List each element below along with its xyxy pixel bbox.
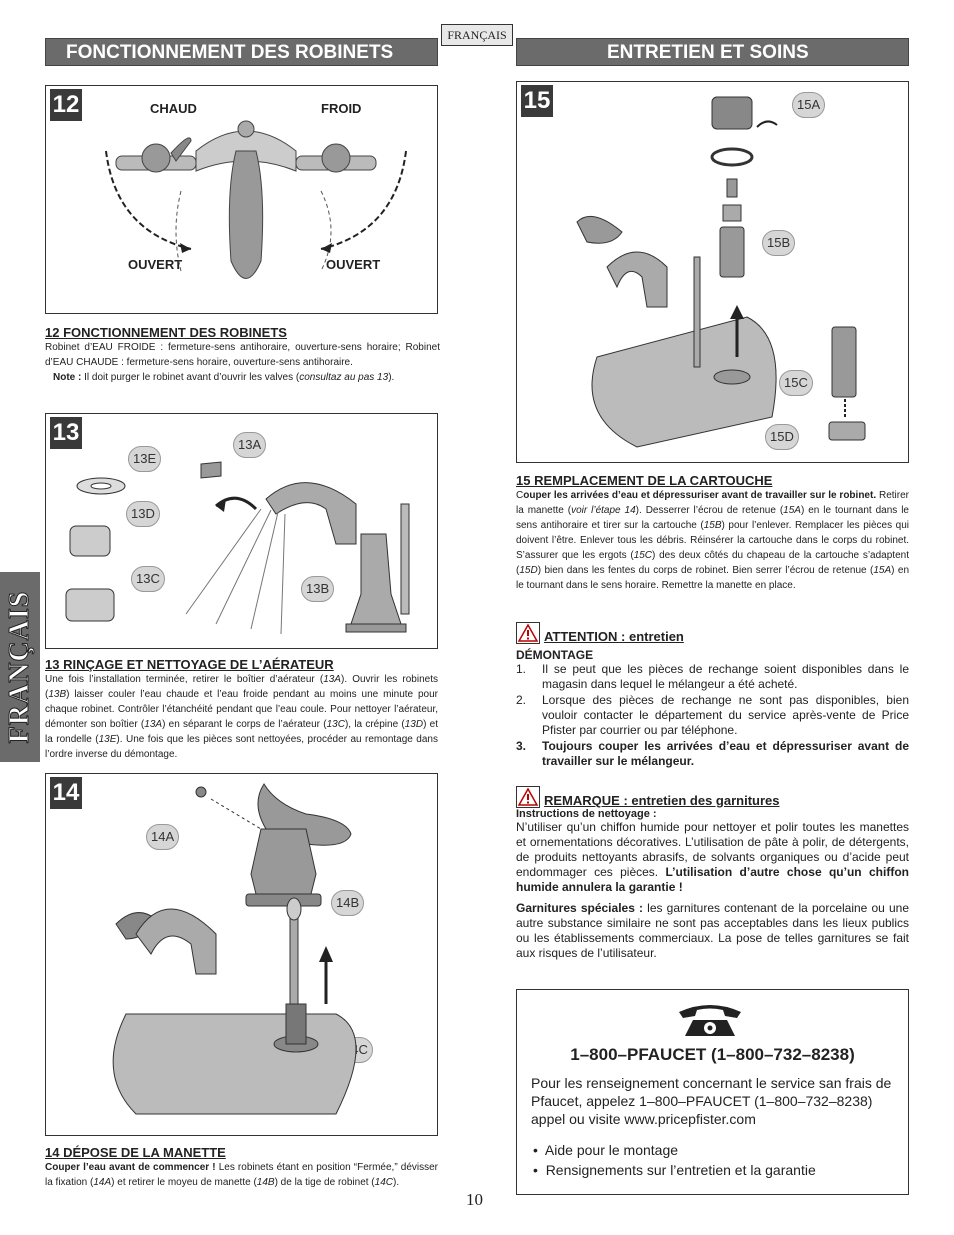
section-12-title: 12 FONCTIONNEMENT DES ROBINETS	[45, 325, 287, 340]
attention-list: 1.Il se peut que les pièces de rechange …	[516, 662, 909, 769]
label-13c: 13C	[131, 566, 165, 592]
figure-14: 14 14A 14B 14C	[45, 773, 438, 1136]
section-header-operation: FONCTIONNEMENT DES ROBINETS	[45, 38, 438, 66]
section-13-text: 13 RINÇAGE ET NETTOYAGE DE L’AÉRATEUR Un…	[45, 657, 438, 762]
cartridge-replacement-illustration	[576, 96, 866, 448]
section-15-body: Couper les arrivées d’eau et dépressuris…	[516, 490, 909, 591]
figure-12-number: 12	[50, 89, 82, 121]
remarque-paragraph-1: N’utiliser qu’un chiffon humide pour net…	[516, 820, 909, 894]
attention-item: 1.Il se peut que les pièces de rechange …	[516, 662, 909, 691]
attention-section: ATTENTION : entretien DÉMONTAGE 1.Il se …	[516, 622, 909, 770]
section-15-title: 15 REMPLACEMENT DE LA CARTOUCHE	[516, 473, 773, 488]
attention-heading: ATTENTION : entretien	[516, 622, 909, 644]
section-14-body: Couper l’eau avant de commencer ! Les ro…	[45, 1162, 438, 1188]
figure-15: 15 15A 15B 15C 15D	[516, 81, 909, 463]
attention-subtitle: DÉMONTAGE	[516, 648, 594, 662]
label-open-left: OUVERT	[128, 257, 183, 272]
phone-number: 1–800–PFAUCET (1–800–732–8238)	[570, 1045, 855, 1064]
section-14-text: 14 DÉPOSE DE LA MANETTE Couper l’eau ava…	[45, 1145, 438, 1190]
section-14-title: 14 DÉPOSE DE LA MANETTE	[45, 1145, 226, 1160]
faucet-handles-illustration	[105, 120, 407, 279]
label-13a: 13A	[233, 432, 267, 458]
section-12-body: Robinet d’EAU FROIDE : fermeture-sens an…	[45, 342, 440, 368]
phone-description: Pour les renseignement concernant le ser…	[531, 1075, 892, 1127]
telephone-icon	[679, 1005, 741, 1036]
label-14a: 14A	[146, 824, 180, 850]
aerator-illustration	[65, 461, 410, 635]
figure-15-number: 15	[521, 85, 553, 117]
label-15d: 15D	[765, 424, 799, 450]
figure-14-number: 14	[50, 777, 82, 809]
label-open-right: OUVERT	[326, 257, 381, 272]
phone-contact-box: 1–800–PFAUCET (1–800–732–8238) Pour les …	[516, 989, 909, 1195]
side-tab-label: FRANÇAIS	[4, 590, 36, 744]
label-hot: CHAUD	[150, 101, 197, 116]
page-number: 10	[466, 1190, 483, 1209]
label-cold: FROID	[321, 101, 362, 116]
remarque-subtitle: Instructions de nettoyage :	[516, 808, 657, 820]
attention-item: 3.Toujours couper les arrivées d’eau et …	[516, 739, 909, 768]
section-15-text: 15 REMPLACEMENT DE LA CARTOUCHE Couper l…	[516, 473, 909, 593]
label-15a: 15A	[792, 92, 826, 118]
warning-icon	[516, 786, 540, 808]
remarque-paragraph-2: Garnitures spéciales : les garnitures co…	[516, 901, 910, 960]
label-13e: 13E	[128, 446, 162, 472]
remarque-heading: REMARQUE : entretien des garnitures	[516, 786, 909, 808]
section-header-care: ENTRETIEN ET SOINS	[516, 38, 909, 66]
language-tag: FRANÇAIS	[441, 24, 513, 46]
warning-icon	[516, 622, 540, 644]
attention-item: 2.Lorsque des pièces de rechange ne sont…	[516, 693, 909, 737]
label-13b: 13B	[301, 576, 335, 602]
section-12-note: Note : Il doit purger le robinet avant d…	[53, 372, 395, 383]
remarque-title: REMARQUE : entretien des garnitures	[544, 793, 780, 808]
bullet-item: • Rensignements sur l’entretien et la ga…	[533, 1162, 816, 1178]
figure-13-number: 13	[50, 417, 82, 449]
label-14b: 14B	[331, 890, 365, 916]
bullet-item: • Aide pour le montage	[533, 1142, 679, 1158]
attention-title: ATTENTION : entretien	[544, 629, 684, 644]
section-12-text: 12 FONCTIONNEMENT DES ROBINETS Robinet d…	[45, 325, 440, 385]
label-15c: 15C	[779, 370, 813, 396]
section-13-body: Une fois l’installation terminée, retire…	[45, 674, 439, 760]
language-side-tab: FRANÇAIS	[0, 572, 40, 762]
figure-12: 12 CHAUD FROID OUVERT OUVERT	[45, 85, 438, 314]
service-bullets: • Aide pour le montage • Rensignements s…	[533, 1140, 816, 1180]
section-13-title: 13 RINÇAGE ET NETTOYAGE DE L’AÉRATEUR	[45, 657, 334, 672]
handle-removal-illustration	[112, 783, 357, 1115]
label-13d: 13D	[126, 501, 160, 527]
figure-13: 13 13E 13A 13D 13C 13B	[45, 413, 438, 649]
label-15b: 15B	[762, 230, 796, 256]
remarque-section: REMARQUE : entretien des garnitures Inst…	[516, 786, 909, 961]
